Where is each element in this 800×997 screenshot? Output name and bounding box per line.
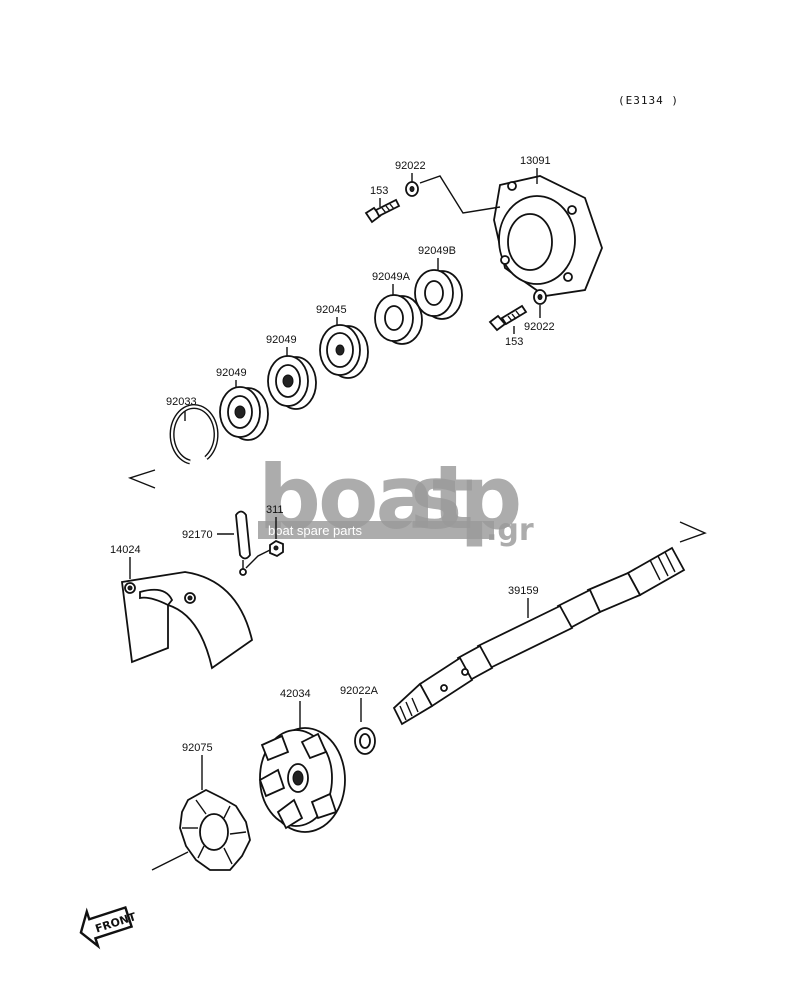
part-13091-housing (493, 168, 603, 297)
label-92045: 92045 (316, 304, 347, 316)
front-direction-arrow: FRONT (79, 906, 138, 950)
part-153-right-bolt (488, 304, 528, 334)
part-92049A-bearing (374, 284, 423, 345)
axis-marker-right (679, 521, 707, 543)
part-92049-bearing-upper (267, 347, 317, 410)
label-39159: 39159 (508, 585, 539, 597)
label-153-right: 153 (505, 336, 523, 348)
label-92049B: 92049B (418, 245, 456, 257)
label-92170: 92170 (182, 529, 213, 541)
part-92022-top-washer (405, 173, 501, 214)
label-42034: 42034 (280, 688, 311, 700)
label-92022-right: 92022 (524, 321, 555, 333)
part-92033-circlip (169, 404, 219, 465)
label-92022-top: 92022 (395, 160, 426, 172)
part-92022A-washer (354, 698, 376, 755)
diagram-code: (E3134 ) (618, 94, 679, 107)
part-42034-coupler (258, 701, 346, 833)
label-14024: 14024 (110, 544, 141, 556)
label-92049A: 92049A (372, 271, 411, 283)
label-92075: 92075 (182, 742, 213, 754)
axis-marker-bottom (151, 851, 189, 871)
part-92049B-bearing (414, 258, 463, 320)
label-92022A: 92022A (340, 685, 379, 697)
part-92022-right-washer (533, 289, 547, 318)
watermark-tagline: boat spare parts (268, 523, 362, 538)
part-92075-damper (179, 755, 251, 871)
part-311-nut (269, 517, 284, 558)
part-39159-drive-shaft (392, 546, 686, 726)
part-153-top-bolt (364, 198, 401, 224)
label-13091: 13091 (520, 155, 551, 167)
label-153-top: 153 (370, 185, 388, 197)
label-92049-upper: 92049 (266, 334, 297, 346)
part-92049-bearing-lower (219, 380, 269, 441)
label-92049-lower: 92049 (216, 367, 247, 379)
part-92045-bearing (319, 317, 369, 379)
axis-marker-left (127, 469, 156, 489)
watermark-logo: boat sp .gr boat spare parts (258, 446, 534, 549)
part-92170-strap (217, 510, 271, 576)
part-14024-guard (120, 557, 254, 670)
label-311: 311 (266, 504, 284, 516)
